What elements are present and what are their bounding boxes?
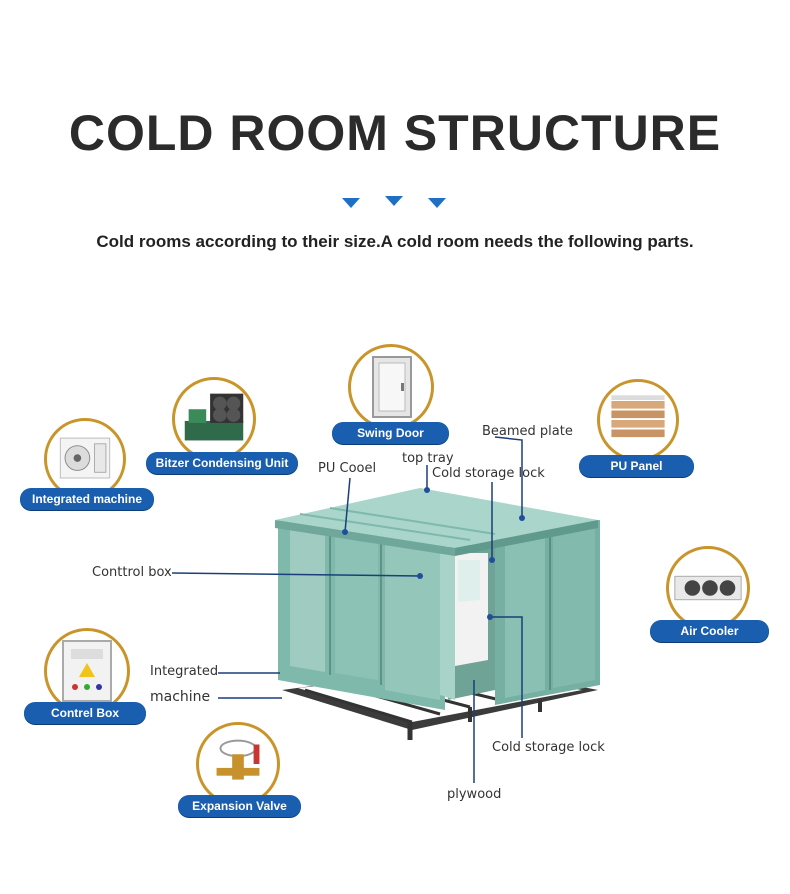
integrated-machine-pill: Integrated machine — [20, 488, 154, 510]
down-arrows-icon — [342, 196, 446, 208]
page-title: COLD ROOM STRUCTURE — [68, 105, 722, 161]
cold-storage-lock-top-label: Cold storage lock — [432, 466, 545, 481]
page-subtitle: Cold rooms according to their size.A col… — [96, 232, 694, 251]
bitzer-condensing-unit-pill: Bitzer Condensing Unit — [146, 452, 298, 474]
machine-label: machine — [150, 689, 211, 705]
air-cooler-pill: Air Cooler — [650, 620, 769, 642]
integrated-label: Integrated — [150, 664, 219, 679]
condensing-unit-icon — [172, 377, 256, 461]
swing-door-icon — [348, 344, 434, 430]
callout-lines — [171, 436, 523, 783]
callout-dots — [342, 487, 525, 620]
pu-panel-pill: PU Panel — [579, 455, 694, 477]
expansion-valve-pill: Expansion Valve — [178, 795, 301, 817]
pu-cooel-label: PU Cooel — [318, 461, 377, 476]
beamed-plate-label: Beamed plate — [482, 424, 573, 439]
plywood-label: plywood — [447, 787, 502, 802]
control-box-icon — [44, 628, 130, 714]
conttrol-box-label: Conttrol box — [92, 565, 172, 580]
door-frame — [440, 545, 495, 700]
pu-panel-icon — [597, 379, 679, 461]
top-tray — [275, 488, 598, 556]
swing-door-pill: Swing Door — [332, 422, 449, 444]
expansion-valve-icon — [196, 722, 280, 806]
air-cooler-icon — [666, 546, 750, 630]
control-box-pill: Contrel Box — [24, 702, 146, 724]
top-tray-label: top tray — [402, 451, 454, 466]
cold-storage-lock-bottom-label: Cold storage lock — [492, 740, 605, 755]
left-wall — [278, 520, 445, 710]
right-wall — [495, 520, 600, 705]
